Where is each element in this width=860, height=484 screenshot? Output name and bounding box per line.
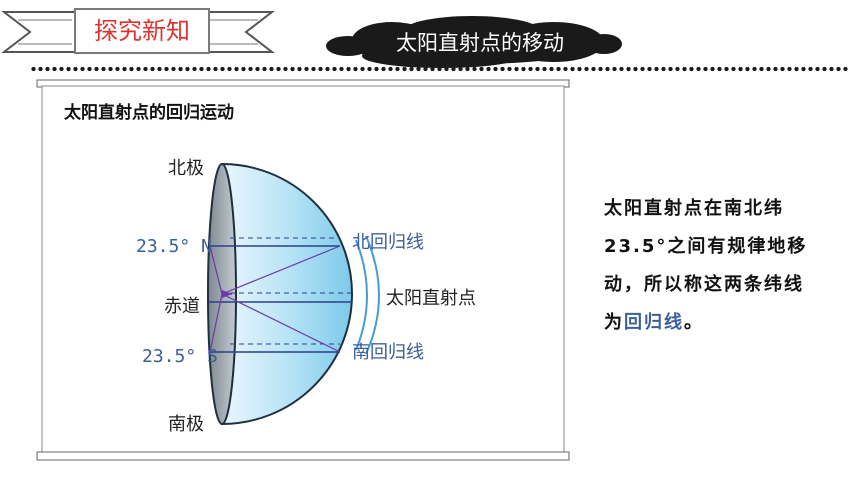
description-prefix: 为 <box>604 312 624 333</box>
migration-arc-inner <box>355 239 368 351</box>
latitude-south-label: 23.5° S <box>142 346 218 367</box>
migration-arc-outer <box>365 235 380 355</box>
panel-title: 太阳直射点的回归运动 <box>64 103 234 123</box>
hemisphere-body <box>221 162 353 426</box>
description-line: 为回归线。 <box>604 304 832 342</box>
latitude-north-label: 23.5° N <box>136 236 212 257</box>
equator-label: 赤道 <box>164 296 200 317</box>
dotted-divider <box>30 66 848 72</box>
description-line: 动，所以称这两条纬线 <box>604 274 804 295</box>
subsolar-point-label: 太阳直射点 <box>386 288 476 309</box>
tropic-term-highlight: 回归线 <box>624 312 684 333</box>
cloud-shape <box>326 16 622 68</box>
north-pole-label: 北极 <box>168 158 204 179</box>
description-text: 太阳直射点在南北纬 23.5°之间有规律地移 动，所以称这两条纬线 为回归线。 <box>604 190 832 342</box>
description-line: 23.5°之间有规律地移 <box>604 236 808 257</box>
page-title: 太阳直射点的移动 <box>396 31 564 55</box>
tropic-north-label: 北回归线 <box>352 232 424 253</box>
description-suffix: 。 <box>684 312 704 333</box>
description-line: 太阳直射点在南北纬 <box>604 198 784 219</box>
tropic-south-label: 南回归线 <box>352 342 424 363</box>
section-badge: 探究新知 <box>74 8 210 54</box>
south-pole-label: 南极 <box>168 414 204 435</box>
